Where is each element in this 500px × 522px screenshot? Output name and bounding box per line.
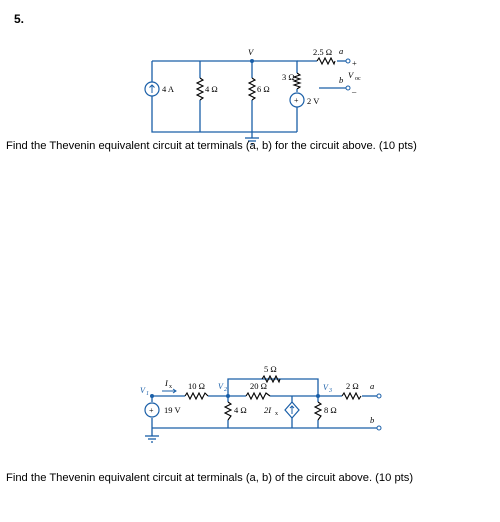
resistor-2-5-ohm-icon [316, 56, 336, 66]
svg-text:–: – [351, 86, 357, 96]
svg-text:1: 1 [146, 391, 149, 397]
svg-text:+: + [149, 406, 154, 415]
voltage-source-icon [289, 92, 305, 108]
svg-text:2.5 Ω: 2.5 Ω [313, 47, 332, 57]
svg-text:V: V [218, 382, 224, 391]
svg-text:x: x [169, 384, 172, 390]
resistor-10-ohm-icon [184, 391, 209, 401]
svg-text:19 V: 19 V [164, 405, 181, 415]
svg-text:+: + [352, 58, 357, 68]
resistor-2-ohm-icon [341, 391, 362, 401]
svg-text:V: V [323, 383, 329, 392]
svg-text:4 A: 4 A [162, 84, 175, 94]
svg-text:5 Ω: 5 Ω [264, 364, 277, 374]
svg-text:b: b [370, 415, 374, 425]
current-arrow-icon [162, 388, 177, 394]
resistor-8-ohm-icon [313, 401, 323, 421]
svg-text:2: 2 [224, 387, 227, 393]
svg-text:3: 3 [328, 388, 332, 394]
svg-text:V: V [248, 47, 255, 57]
svg-text:6 Ω: 6 Ω [257, 84, 270, 94]
svg-text:3 Ω: 3 Ω [282, 72, 295, 82]
svg-text:8 Ω: 8 Ω [324, 405, 337, 415]
svg-text:2 Ω: 2 Ω [346, 381, 359, 391]
question-2: Find the Thevenin equivalent circuit at … [6, 472, 414, 484]
voltage-source-19v-icon [144, 402, 160, 418]
svg-text:oc: oc [355, 76, 361, 82]
svg-text:4 Ω: 4 Ω [205, 84, 218, 94]
svg-text:2 V: 2 V [307, 96, 320, 106]
svg-text:+: + [294, 96, 299, 105]
svg-text:b: b [339, 75, 343, 85]
svg-text:2I: 2I [264, 405, 272, 415]
svg-text:4 Ω: 4 Ω [234, 405, 247, 415]
svg-text:V: V [140, 386, 146, 395]
svg-text:10 Ω: 10 Ω [188, 381, 205, 391]
svg-text:20 Ω: 20 Ω [250, 381, 267, 391]
svg-text:x: x [275, 411, 278, 417]
svg-text:V: V [348, 70, 355, 80]
resistor-4-ohm-2-icon [223, 401, 233, 421]
svg-text:a: a [339, 46, 343, 56]
question-1: Find the Thevenin equivalent circuit at … [6, 140, 417, 152]
svg-text:I: I [164, 378, 169, 388]
resistor-6-ohm-icon [247, 77, 257, 101]
resistor-4-ohm-icon [195, 77, 205, 101]
svg-text:a: a [370, 381, 374, 391]
problem-number: 5. [14, 12, 25, 26]
resistor-5-ohm-icon [261, 374, 281, 384]
resistor-20-ohm-icon [245, 391, 271, 401]
resistor-3-ohm-icon [292, 72, 302, 90]
